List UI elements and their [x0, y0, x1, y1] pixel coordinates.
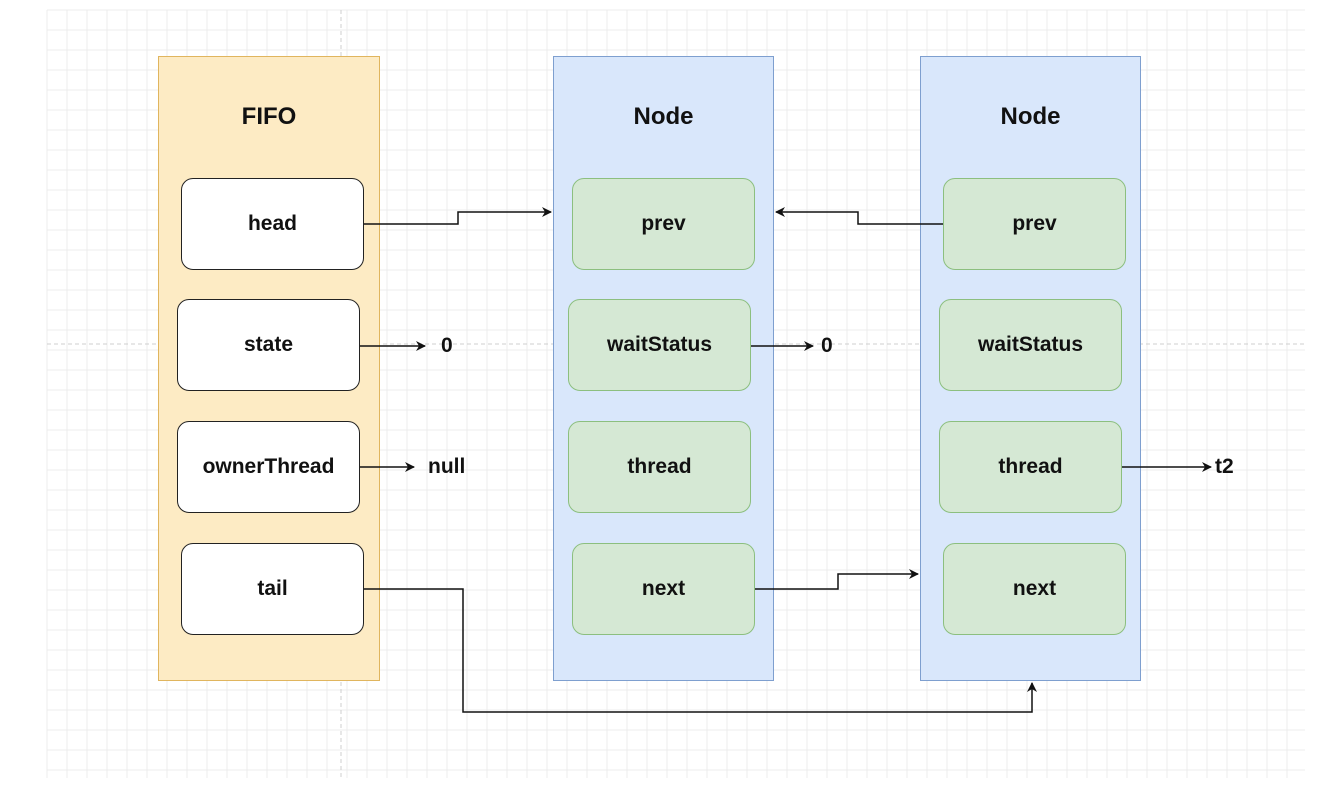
fifo-state-field: state [177, 299, 360, 391]
node2-title: Node [1000, 103, 1061, 130]
state-value-label: 0 [441, 334, 453, 357]
node1-thread-field: thread [568, 421, 751, 513]
node1-title: Node [633, 103, 694, 130]
fifo-owner-thread-field: ownerThread [177, 421, 360, 513]
node1-next-field: next [572, 543, 755, 635]
node2-prev-field: prev [943, 178, 1126, 270]
node2-next-field: next [943, 543, 1126, 635]
node1-prev-field: prev [572, 178, 755, 270]
node2-thread-field: thread [939, 421, 1122, 513]
fifo-tail-field: tail [181, 543, 364, 635]
node2-wait-status-field: waitStatus [939, 299, 1122, 391]
fifo-head-field: head [181, 178, 364, 270]
fifo-title: FIFO [241, 103, 297, 130]
node1-wait-status-value-label: 0 [821, 334, 833, 357]
owner-thread-value-label: null [428, 455, 466, 478]
node2-thread-value-label: t2 [1215, 455, 1234, 478]
node1-wait-status-field: waitStatus [568, 299, 751, 391]
